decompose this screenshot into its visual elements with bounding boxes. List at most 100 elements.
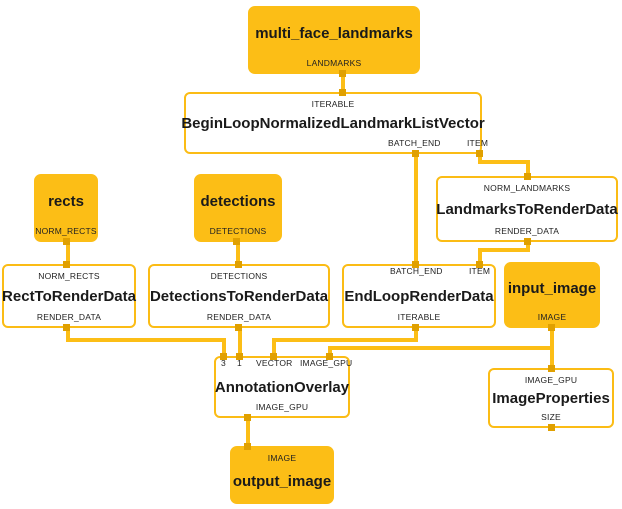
port-label-annotation-out-image-gpu: IMAGE_GPU (255, 401, 309, 412)
node-rects[interactable]: rects NORM_RECTS (34, 174, 98, 242)
node-detections-to-render-data[interactable]: DETECTIONS DetectionsToRenderData RENDER… (148, 264, 330, 328)
edge-iterable-to-vector-v1 (414, 328, 418, 342)
port-square-annotation-in-1 (236, 353, 243, 360)
port-label-annotation-in-3: 3 (221, 358, 226, 368)
node-title-multi-face-landmarks: multi_face_landmarks (255, 25, 413, 43)
port-row-out-multi-face-landmarks: LANDMARKS (258, 57, 410, 69)
port-row-out-rects: NORM_RECTS (35, 225, 96, 237)
edge-renderdata-to-item-h (478, 248, 530, 252)
port-label-begin-loop-item: ITEM (467, 138, 489, 148)
port-label-end-loop-iterable: ITERABLE (397, 311, 441, 322)
node-end-loop-render-data[interactable]: EndLoopRenderData ITERABLE (342, 264, 496, 328)
edge-iterable-to-vector-v2 (272, 338, 276, 356)
port-square-detections-to-render-data-out (235, 324, 242, 331)
node-title-rect-to-render-data: RectToRenderData (2, 287, 136, 305)
port-square-begin-loop-iterable-in (339, 89, 346, 96)
port-label-iterable-in: ITERABLE (311, 98, 355, 109)
edge-renderdata-to-item-v2 (478, 248, 482, 266)
edge-normrects-to-recttorenderdata (66, 240, 70, 264)
edge-rectrender-to-port3-v2 (222, 338, 226, 356)
port-square-rects-out (63, 238, 70, 245)
port-row-out-landmarks-to-render-data: RENDER_DATA (444, 225, 610, 237)
edge-image-to-imagegpu-v1 (550, 328, 554, 348)
edge-detectionsrender-to-port1 (238, 328, 242, 356)
node-title-detections: detections (200, 193, 276, 211)
port-row-out-end-loop-render-data: ITERABLE (350, 311, 488, 323)
port-square-annotation-in-3 (220, 353, 227, 360)
port-square-annotation-out (244, 414, 251, 421)
port-label-norm-rects-out: NORM_RECTS (35, 225, 97, 236)
port-square-image-properties-in (548, 365, 555, 372)
port-row-in-rect-to-render-data: NORM_RECTS (10, 270, 128, 282)
edge-image-to-imagegpu-v2 (328, 346, 332, 356)
port-row-out-image-properties: SIZE (496, 411, 606, 423)
node-input-image[interactable]: input_image IMAGE (504, 262, 600, 328)
node-multi-face-landmarks[interactable]: multi_face_landmarks LANDMARKS (248, 6, 420, 74)
port-label-landmarks-render-data: RENDER_DATA (494, 225, 560, 236)
edge-rectrender-to-port3-h (66, 338, 226, 342)
node-landmarks-to-render-data[interactable]: NORM_LANDMARKS LandmarksToRenderData REN… (436, 176, 618, 242)
port-row-out-detections-to-render-data: RENDER_DATA (156, 311, 322, 323)
edge-rectrender-to-port3-v1 (66, 328, 70, 342)
port-row-out-detections: DETECTIONS (204, 225, 272, 237)
port-square-end-loop-batch-end (412, 261, 419, 268)
edge-item-to-normlandmarks-v2 (526, 160, 530, 176)
port-label-begin-loop-batch-end: BATCH_END (388, 138, 441, 148)
node-title-rects: rects (48, 193, 84, 211)
port-square-end-loop-iterable-out (412, 324, 419, 331)
port-square-multi-face-landmarks-out (339, 70, 346, 77)
port-row-out-rect-to-render-data: RENDER_DATA (10, 311, 128, 323)
edge-item-to-normlandmarks-h (478, 160, 530, 164)
edge-detections-to-detectionstorenderdata (236, 240, 240, 264)
node-title-input-image: input_image (507, 280, 597, 298)
port-label-norm-landmarks: NORM_LANDMARKS (483, 182, 571, 193)
edge-image-to-imageproperties (550, 346, 554, 368)
port-label-annotation-in-image-gpu: IMAGE_GPU (300, 358, 353, 368)
port-label-end-loop-batch-end: BATCH_END (390, 266, 443, 276)
port-square-image-properties-out (548, 424, 555, 431)
node-detections[interactable]: detections DETECTIONS (194, 174, 282, 242)
port-square-output-image-in (244, 443, 251, 450)
port-square-detections-to-render-data-in (235, 261, 242, 268)
node-image-properties[interactable]: IMAGE_GPU ImageProperties SIZE (488, 368, 614, 428)
port-square-input-image-out (548, 324, 555, 331)
port-row-in-image-properties: IMAGE_GPU (496, 374, 606, 386)
edge-image-to-imagegpu-h (328, 346, 554, 350)
node-title-output-image: output_image (232, 473, 332, 491)
edge-item-to-normlandmarks-v1 (478, 152, 482, 164)
port-label-input-image-out: IMAGE (537, 311, 567, 322)
port-row-out-input-image: IMAGE (514, 311, 590, 323)
node-annotation-overlay[interactable]: AnnotationOverlay IMAGE_GPU (214, 356, 350, 418)
node-output-image[interactable]: IMAGE output_image (230, 446, 334, 504)
node-title-end-loop-render-data: EndLoopRenderData (344, 287, 494, 305)
port-label-rect-norm-rects: NORM_RECTS (38, 270, 100, 281)
port-label-det-detections: DETECTIONS (210, 270, 268, 281)
port-label-end-loop-item: ITEM (469, 266, 491, 276)
port-label-annotation-in-1: 1 (237, 358, 242, 368)
port-square-landmarks-to-render-data-in (524, 173, 531, 180)
port-square-rect-to-render-data-out (63, 324, 70, 331)
node-begin-loop-normalized-landmark-list-vector[interactable]: ITERABLE BeginLoopNormalizedLandmarkList… (181, 92, 485, 154)
port-label-detections-out: DETECTIONS (209, 225, 267, 236)
port-label-det-render-data: RENDER_DATA (206, 311, 272, 322)
port-row-in-landmarks-to-render-data: NORM_LANDMARKS (444, 182, 610, 194)
node-title-landmarks-to-render-data: LandmarksToRenderData (436, 200, 618, 218)
edge-batchend-to-batchend (414, 152, 418, 266)
port-label-landmarks: LANDMARKS (306, 57, 362, 68)
port-row-in-begin-loop: ITERABLE (192, 98, 474, 110)
node-rect-to-render-data[interactable]: NORM_RECTS RectToRenderData RENDER_DATA (2, 264, 136, 328)
node-title-begin-loop: BeginLoopNormalizedLandmarkListVector (181, 114, 485, 132)
edge-landmarks-to-iterable (341, 72, 345, 94)
port-label-image-properties-size: SIZE (541, 411, 561, 422)
node-title-image-properties: ImageProperties (492, 389, 610, 407)
port-row-out-annotation-overlay: IMAGE_GPU (222, 401, 342, 413)
node-title-detections-to-render-data: DetectionsToRenderData (149, 287, 329, 305)
edge-renderdata-to-item-v1 (526, 240, 530, 252)
port-square-detections-out (233, 238, 240, 245)
port-square-landmarks-to-render-data-out (524, 238, 531, 245)
port-row-in-detections-to-render-data: DETECTIONS (156, 270, 322, 282)
port-square-annotation-in-image-gpu (326, 353, 333, 360)
port-row-in-output-image: IMAGE (240, 452, 324, 464)
edge-iterable-to-vector-h (272, 338, 418, 342)
